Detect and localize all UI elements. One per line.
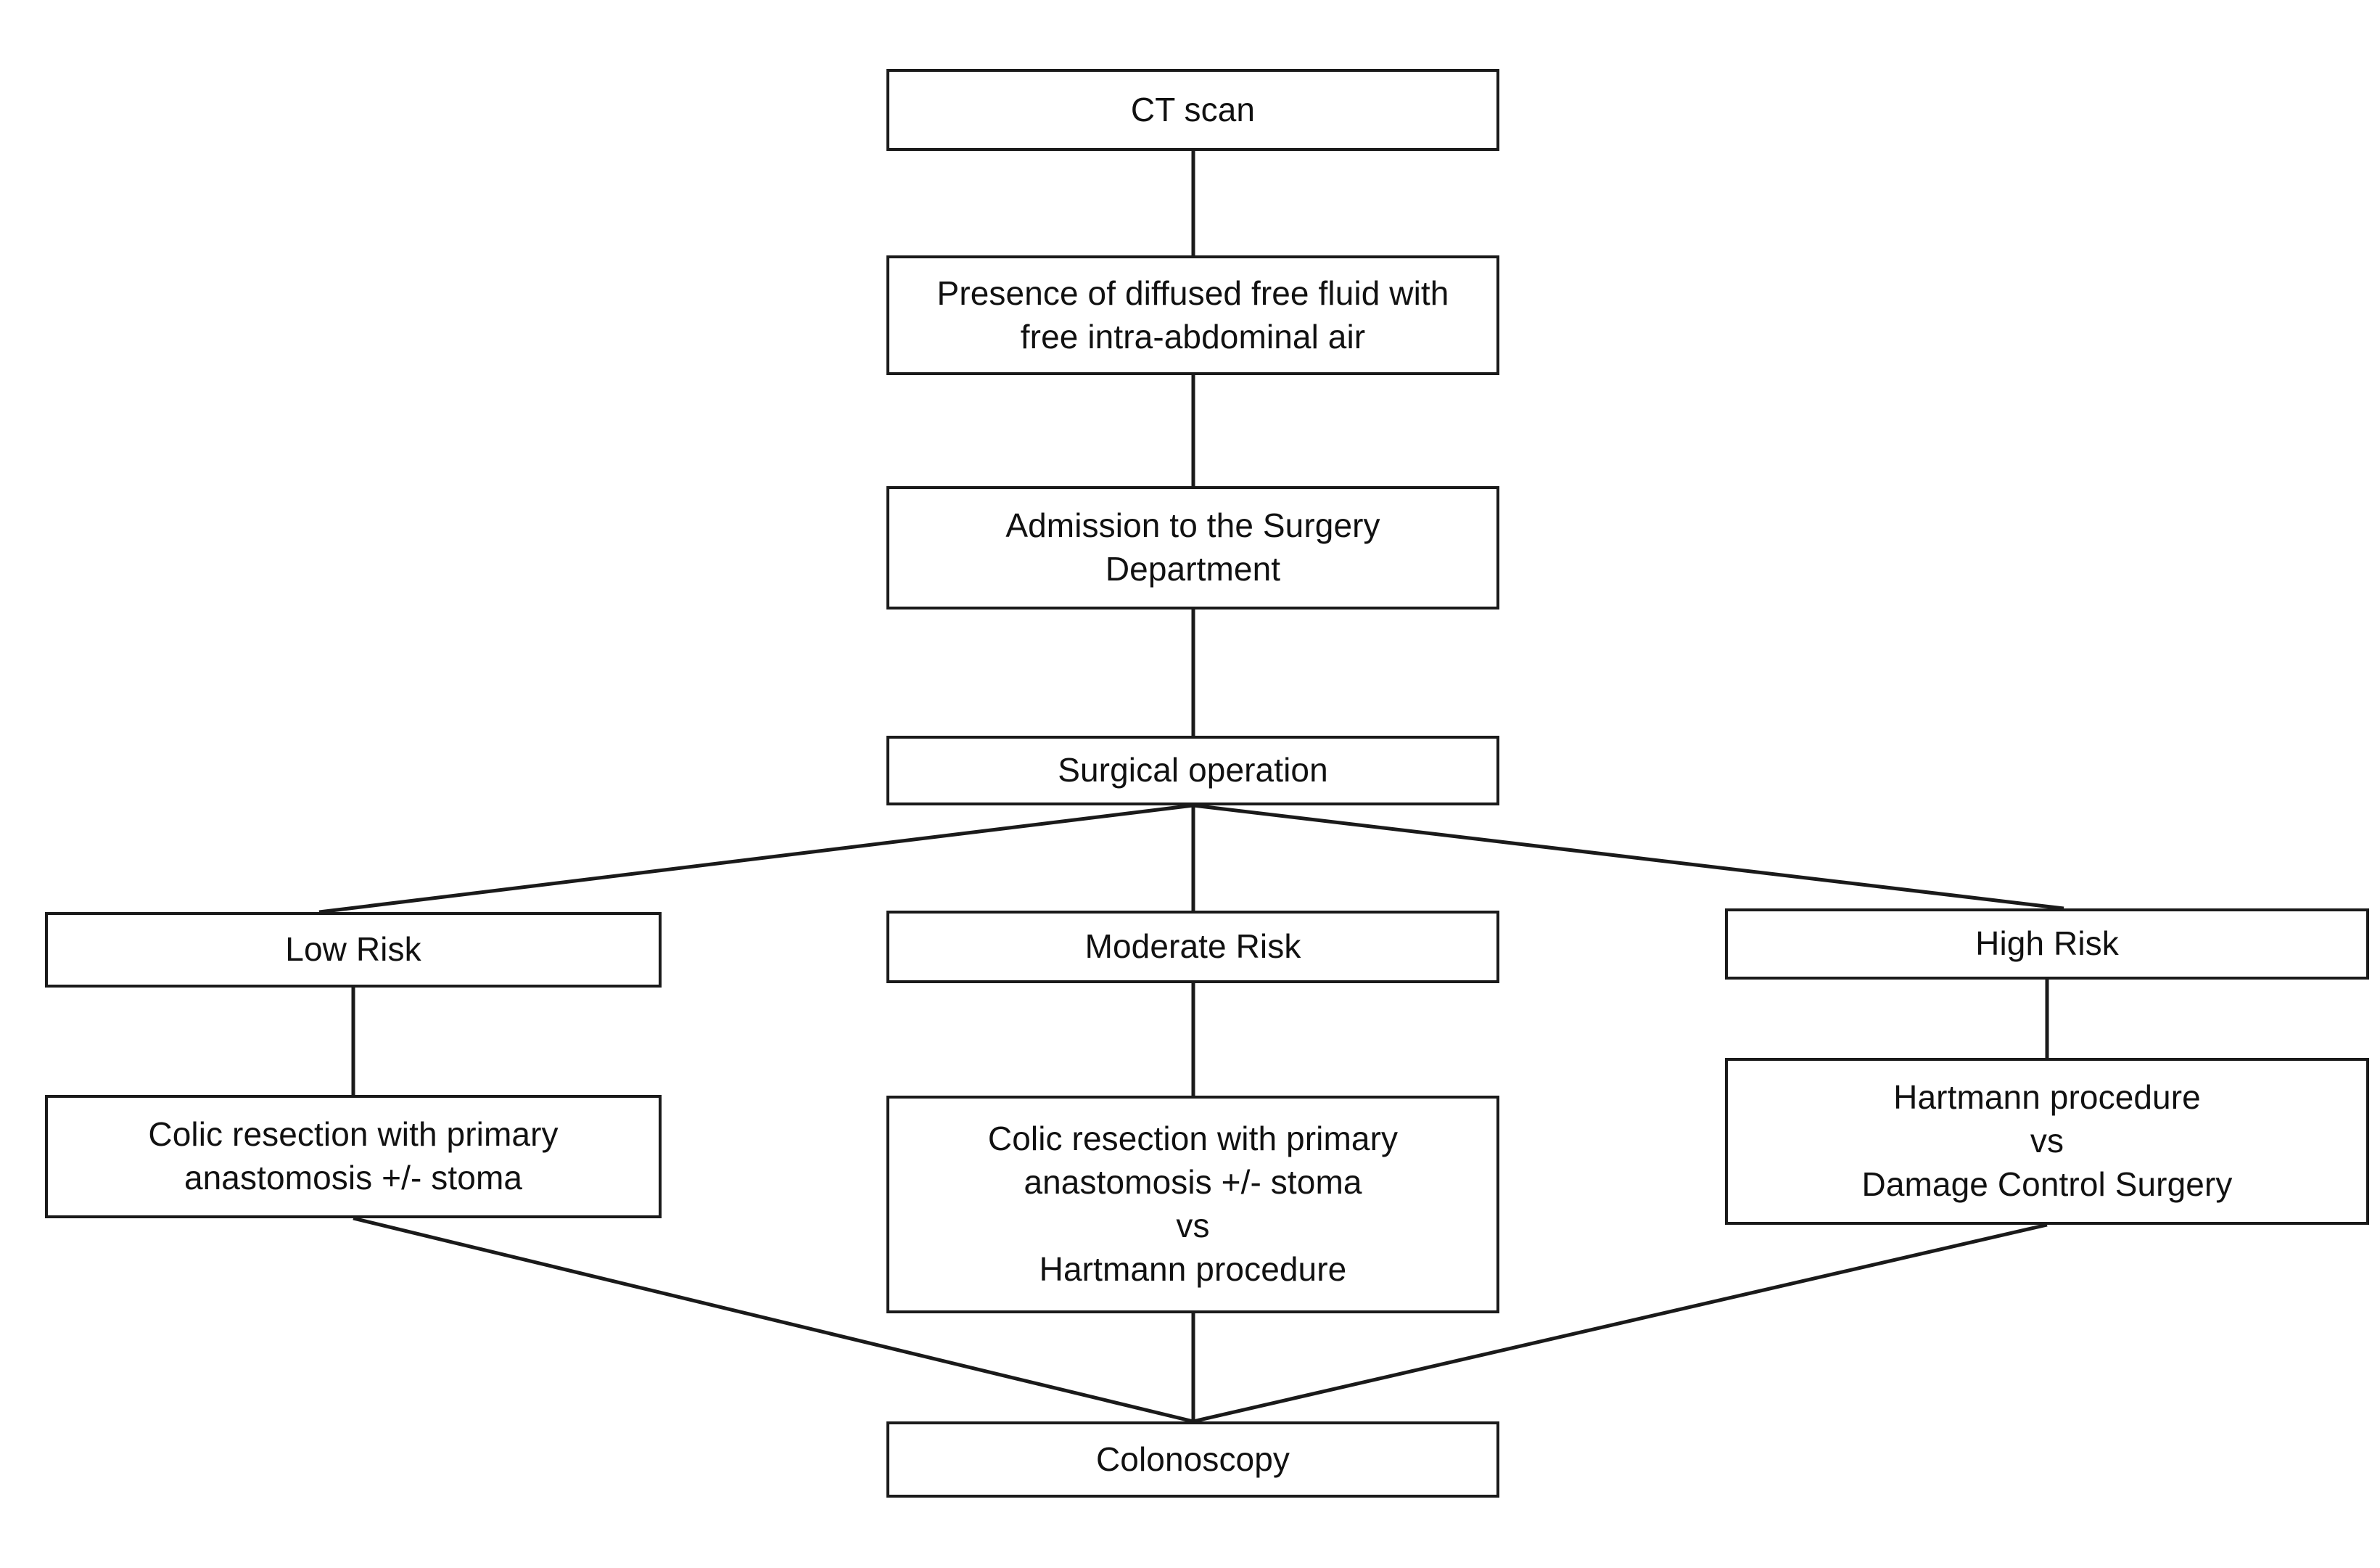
node-moderate-risk-treatment-line-1: Colic resection with primary <box>987 1120 1399 1158</box>
node-high-risk-treatment-line-1: Hartmann procedure <box>1893 1078 2201 1117</box>
node-moderate-risk-treatment-line-2: anastomosis +/- stoma <box>1024 1163 1362 1202</box>
node-surgical-operation-line-1: Surgical operation <box>1058 751 1328 789</box>
node-low-risk-line-1: Low Risk <box>285 930 421 969</box>
node-high-risk[interactable]: High Risk <box>1725 908 2369 980</box>
edge-surgical-to-high-risk <box>1193 803 2064 911</box>
node-presence-label: Presence of diffused free fluid with fre… <box>899 272 1486 359</box>
node-low-risk-treatment-line-1: Colic resection with primary <box>148 1115 559 1154</box>
node-presence-line-2: free intra-abdominal air <box>1020 317 1366 356</box>
node-moderate-risk-treatment-line-4: Hartmann procedure <box>1039 1249 1347 1288</box>
edge-surgical-to-low-risk <box>318 803 1194 914</box>
node-admission-label: Admission to the Surgery Department <box>899 504 1486 591</box>
node-low-risk-treatment-label: Colic resection with primary anastomosis… <box>58 1113 648 1200</box>
node-admission-line-2: Department <box>1105 550 1281 588</box>
node-colonoscopy-line-1: Colonoscopy <box>1095 1440 1290 1478</box>
node-low-risk-treatment[interactable]: Colic resection with primary anastomosis… <box>45 1095 662 1218</box>
node-surgical-operation-label: Surgical operation <box>899 749 1486 792</box>
node-ct-scan[interactable]: CT scan <box>886 69 1499 151</box>
node-high-risk-treatment-line-3: Damage Control Surgery <box>1861 1165 2233 1203</box>
node-presence-line-1: Presence of diffused free fluid with <box>936 274 1449 312</box>
node-low-risk-label: Low Risk <box>58 928 648 972</box>
node-high-risk-treatment[interactable]: Hartmann procedure vs Damage Control Sur… <box>1725 1058 2369 1225</box>
node-admission-line-1: Admission to the Surgery <box>1005 506 1380 545</box>
node-colonoscopy[interactable]: Colonoscopy <box>886 1421 1499 1498</box>
node-moderate-risk-treatment[interactable]: Colic resection with primary anastomosis… <box>886 1096 1499 1313</box>
node-low-risk[interactable]: Low Risk <box>45 912 662 988</box>
node-colonoscopy-label: Colonoscopy <box>899 1438 1486 1482</box>
node-moderate-risk-treatment-label: Colic resection with primary anastomosis… <box>899 1117 1486 1291</box>
node-high-risk-treatment-label: Hartmann procedure vs Damage Control Sur… <box>1738 1076 2356 1206</box>
node-presence-of-free-fluid[interactable]: Presence of diffused free fluid with fre… <box>886 255 1499 375</box>
node-high-risk-treatment-line-2: vs <box>2030 1122 2064 1160</box>
node-moderate-risk-treatment-line-3: vs <box>1176 1207 1210 1244</box>
node-moderate-risk[interactable]: Moderate Risk <box>886 911 1499 983</box>
node-high-risk-label: High Risk <box>1738 922 2356 966</box>
node-admission-surgery-department[interactable]: Admission to the Surgery Department <box>886 486 1499 609</box>
node-high-risk-line-1: High Risk <box>1975 924 2119 963</box>
node-low-risk-treatment-line-2: anastomosis +/- stoma <box>184 1159 523 1196</box>
node-surgical-operation[interactable]: Surgical operation <box>886 736 1499 805</box>
node-ct-scan-label: CT scan <box>899 89 1486 132</box>
node-ct-scan-line-1: CT scan <box>1130 90 1256 128</box>
node-moderate-risk-line-1: Moderate Risk <box>1084 927 1301 966</box>
node-moderate-risk-label: Moderate Risk <box>899 925 1486 969</box>
